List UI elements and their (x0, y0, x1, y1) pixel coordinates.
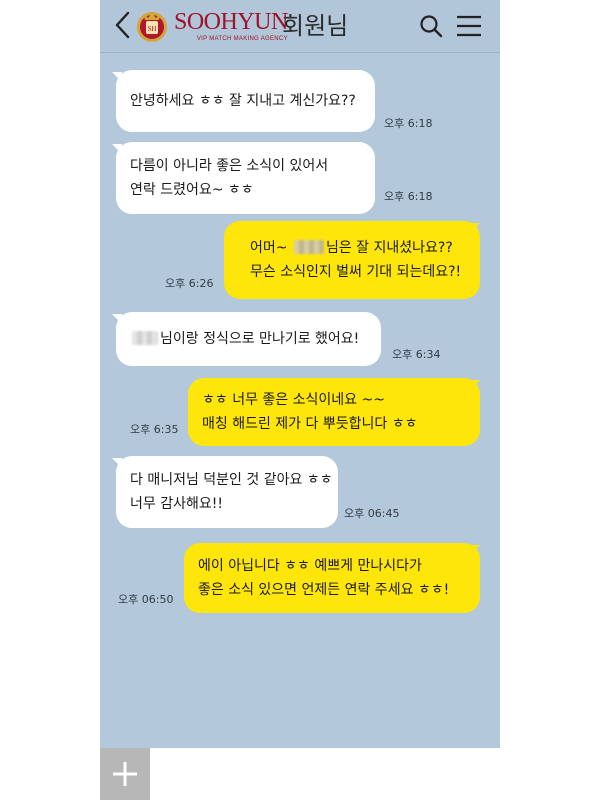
message-text: 다 매니저님 덕분인 것 같아요 ㅎㅎ (130, 472, 333, 488)
message-text: 어머~ (250, 240, 292, 256)
message-text: 다름이 아니라 좋은 소식이 있어서 (130, 158, 329, 174)
search-button[interactable] (418, 13, 444, 39)
message-bubble-outgoing[interactable]: ㅎㅎ 너무 좋은 소식이네요 ~~ 매칭 해드린 제가 다 뿌듯합니다 ㅎㅎ (188, 378, 480, 446)
brand-logo: SH SOOHYUN VIP MATCH MAKING AGENCY (134, 6, 288, 46)
message-text: 너무 감사해요!! (130, 496, 223, 512)
message-bubble-outgoing[interactable]: 어머~ 님은 잘 지내셨나요?? 무슨 소식인지 벌써 기대 되는데요?! (224, 221, 480, 299)
message-input-bar (100, 748, 500, 800)
bubble-tail (112, 72, 122, 82)
search-icon (420, 15, 443, 38)
attach-button[interactable] (100, 748, 150, 800)
chat-header: SH SOOHYUN VIP MATCH MAKING AGENCY 회원님 (100, 0, 500, 53)
back-button[interactable] (112, 9, 134, 41)
message-text-line-1: 님이랑 정식으로 만나기로 했어요! (130, 327, 367, 351)
message-bubble-incoming[interactable]: 님이랑 정식으로 만나기로 했어요! (116, 312, 381, 366)
message-text: 좋은 소식 있으면 언제든 연락 주세요 ㅎㅎ! (198, 582, 450, 598)
brand-tagline: VIP MATCH MAKING AGENCY (196, 36, 288, 42)
message-text-line-1: 어머~ 님은 잘 지내셨나요?? (250, 236, 466, 260)
message-time: 오후 6:18 (384, 190, 433, 203)
brand-name: SOOHYUN (174, 9, 288, 35)
redacted-name (132, 331, 158, 345)
message-text: 무슨 소식인지 벌써 기대 되는데요?! (250, 264, 462, 280)
hamburger-menu-icon (457, 15, 481, 37)
menu-button[interactable] (456, 14, 482, 38)
message-text: 님이랑 정식으로 만나기로 했어요! (160, 331, 360, 347)
bubble-tail (112, 458, 122, 468)
message-bubble-incoming[interactable]: 다 매니저님 덕분인 것 같아요 ㅎㅎ 너무 감사해요!! (116, 456, 338, 528)
message-bubble-incoming[interactable]: 안녕하세요 ㅎㅎ 잘 지내고 계신가요?? (116, 70, 375, 132)
chat-title: 회원님 (282, 12, 349, 40)
message-time: 오후 6:18 (384, 117, 433, 130)
chevron-left-icon (115, 11, 130, 39)
emblem-text: SH (148, 25, 157, 33)
chat-screen: SH SOOHYUN VIP MATCH MAKING AGENCY 회원님 안… (100, 0, 500, 800)
message-input[interactable] (150, 748, 500, 800)
plus-icon (113, 762, 137, 786)
redacted-name (293, 240, 324, 254)
message-time: 오후 06:45 (344, 507, 400, 520)
message-bubble-outgoing[interactable]: 에이 아닙니다 ㅎㅎ 예쁘게 만나시다가 좋은 소식 있으면 언제든 연락 주세… (184, 543, 480, 613)
message-text: 매칭 해드린 제가 다 뿌듯합니다 ㅎㅎ (202, 416, 418, 432)
message-time: 오후 6:34 (392, 348, 441, 361)
bubble-tail (112, 314, 122, 324)
message-bubble-incoming[interactable]: 다름이 아니라 좋은 소식이 있어서 연락 드렸어요~ ㅎㅎ (116, 142, 375, 214)
message-time: 오후 6:26 (165, 277, 214, 290)
message-text: 안녕하세요 ㅎㅎ 잘 지내고 계신가요?? (130, 93, 356, 109)
message-text: ㅎㅎ 너무 좋은 소식이네요 ~~ (202, 392, 385, 408)
message-text: 연락 드렸어요~ ㅎㅎ (130, 182, 254, 198)
message-text: 님은 잘 지내셨나요?? (325, 240, 453, 256)
crest-emblem-icon: SH (137, 12, 167, 42)
message-time: 오후 06:50 (118, 593, 174, 606)
bubble-tail (112, 144, 122, 154)
message-time: 오후 6:35 (130, 423, 179, 436)
message-text: 에이 아닙니다 ㅎㅎ 예쁘게 만나시다가 (198, 558, 422, 574)
